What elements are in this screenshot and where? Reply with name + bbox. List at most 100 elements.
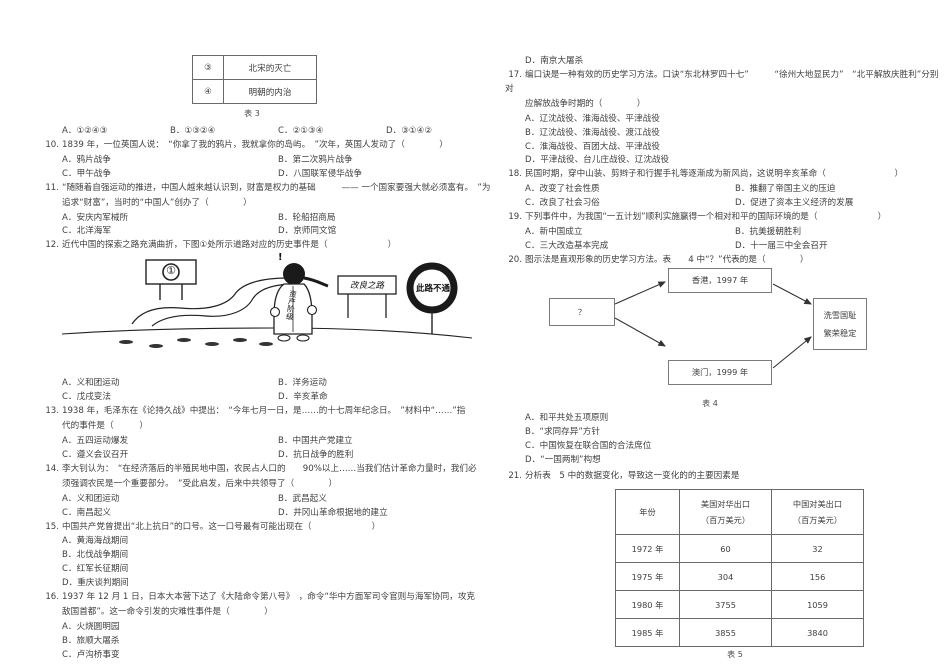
flow-branch-top: 香港，1997 年	[668, 267, 772, 293]
option-d[interactable]: D．京师同文馆	[278, 226, 337, 237]
option-c[interactable]: C．淮海战役、百团大战、平津战役	[525, 141, 660, 152]
option-b[interactable]: B．北伐战争期间	[62, 550, 129, 561]
table5-header-us-line1: 美国对华出口	[700, 499, 751, 510]
option-a[interactable]: A．火烧圆明园	[62, 621, 120, 632]
option-b[interactable]: B．第二次鸦片战争	[278, 154, 353, 165]
option-c[interactable]: C．甲午战争	[62, 168, 111, 179]
table5-header-us: 美国对华出口 （百万美元）	[679, 489, 772, 536]
option-b[interactable]: B．推翻了帝国主义的压迫	[735, 184, 836, 195]
option-c[interactable]: C．南昌起义	[62, 507, 111, 518]
table5-header-year: 年份	[615, 489, 680, 536]
flow-result-line2: 繁荣稳定	[823, 327, 857, 338]
option-c[interactable]: C．戊戌变法	[62, 392, 111, 403]
option-a[interactable]: A．五四运动爆发	[62, 435, 129, 446]
option-a[interactable]: A．义和团运动	[62, 378, 120, 389]
option-a[interactable]: A．和平共处五项原则	[525, 412, 609, 423]
table5-header-row: 年份 美国对华出口 （百万美元） 中国对美出口 （百万美元）	[615, 489, 864, 536]
question-12-number: 12.	[45, 240, 59, 251]
option-a[interactable]: A．改变了社会性质	[525, 184, 600, 195]
question-14-number: 14.	[45, 463, 59, 474]
table5-caption: 表 5	[727, 650, 743, 660]
question-13-text-line2: 代的事件是（ ）	[62, 421, 148, 432]
option-b[interactable]: B．武昌起义	[278, 493, 327, 504]
option-d[interactable]: D．平津战役、台儿庄战役、辽沈战役	[525, 155, 670, 166]
question-13-text: 1938 年，毛泽东在《论持久战》中提出： “今年七月一日，是……的十七周年纪念…	[62, 406, 466, 417]
option-c[interactable]: C．红军长征期间	[62, 564, 129, 575]
table3-caption: 表 3	[244, 109, 260, 118]
option-c[interactable]: C．遵义会议召开	[62, 449, 129, 460]
cartoon-sign-blocked-text: 此路不通	[415, 284, 450, 295]
option-a[interactable]: A．鸦片战争	[62, 154, 111, 165]
option-c[interactable]: C．三大改造基本完成	[525, 240, 609, 251]
option-c[interactable]: C．中国恢复在联合国的合法席位	[525, 440, 652, 451]
option-c[interactable]: C．卢沟桥事变	[62, 649, 120, 660]
question-16-options: A．火烧圆明园 B．旅顺大屠杀 C．卢沟桥事变	[62, 621, 494, 663]
option-a[interactable]: A．安庆内军械所	[62, 212, 129, 223]
question-20-number: 20.	[508, 254, 522, 265]
table-3: ③ 北宋的灭亡 ④ 明朝的内治	[192, 55, 494, 104]
question-14-options: A．义和团运动 B．武昌起义 C．南昌起义 D．井冈山革命根据地的建立	[62, 493, 494, 521]
question-17-options: A．辽沈战役、淮海战役、平津战役 B．辽沈战役、淮海战役、渡江战役 C．淮海战役…	[525, 113, 945, 169]
option-d[interactable]: D．十一届三中全会召开	[735, 240, 828, 251]
question-21-number: 21.	[508, 470, 522, 481]
table5-header-cn-line1: 中国对美出口	[792, 499, 843, 510]
option-d[interactable]: D．“一国两制”构想	[525, 454, 601, 465]
question-16-option-d-continued: D．南京大屠杀	[525, 55, 945, 69]
option-d[interactable]: D．重庆谈判期间	[62, 578, 129, 589]
option-b[interactable]: B．①③②④	[170, 126, 216, 136]
question-16-number: 16.	[45, 592, 59, 603]
table5-header-cn-line2: （百万美元）	[792, 515, 843, 526]
option-b[interactable]: B．中国共产党建立	[278, 435, 353, 446]
option-d[interactable]: D．八国联军侵华战争	[278, 168, 362, 179]
option-d[interactable]: D．井冈山革命根据地的建立	[278, 507, 388, 518]
option-d[interactable]: D．促进了资本主义经济的发展	[735, 198, 854, 209]
question-11-number: 11.	[45, 182, 59, 193]
table-row: 1972 年 60 32	[615, 534, 864, 564]
option-b[interactable]: B．轮船招商局	[278, 212, 336, 223]
option-c[interactable]: C．北洋海军	[62, 226, 111, 237]
option-a[interactable]: A．辽沈战役、淮海战役、平津战役	[525, 113, 660, 124]
option-a[interactable]: A．黄海海战期间	[62, 536, 129, 547]
table-row: 1985 年 3855 3840	[615, 618, 864, 648]
option-b[interactable]: B．抗美援朝胜利	[735, 227, 802, 238]
question-20-options: A．和平共处五项原则 B．“求同存异”方针 C．中国恢复在联合国的合法席位 D．…	[525, 412, 945, 468]
question-16: 16.1937 年 12 月 1 日，日本大本营下达了《大陆命令第八号》 ，命令…	[42, 591, 494, 605]
question-13: 13.1938 年，毛泽东在《论持久战》中提出： “今年七月一日，是……的十七周…	[42, 405, 494, 419]
table3-index-0: ③	[192, 55, 224, 80]
option-a[interactable]: A．①②④③	[62, 126, 108, 136]
option-b[interactable]: B．辽沈战役、淮海战役、渡江战役	[525, 127, 660, 138]
question-20: 20.图示法是直观形象的历史学习方法。表 4 中“？”代表的是（ ）	[505, 254, 945, 268]
option-b[interactable]: B．洋务运动	[278, 378, 327, 389]
question-18-options: A．改变了社会性质 B．推翻了帝国主义的压迫 C．改良了社会习俗 D．促进了资本…	[525, 183, 945, 211]
option-b[interactable]: B．“求同存异”方针	[525, 426, 600, 437]
question-15-number: 15.	[45, 521, 59, 532]
option-c[interactable]: C．改良了社会习俗	[525, 198, 600, 209]
question-9-options: A．①②④③ B．①③②④ C．②①③④ D．③①④②	[62, 125, 494, 139]
option-c[interactable]: C．②①③④	[278, 126, 324, 136]
table-row: ④ 明朝的内治	[192, 79, 317, 104]
option-a[interactable]: A．义和团运动	[62, 493, 120, 504]
table-row: ③ 北宋的灭亡	[192, 55, 317, 80]
table5-us-0: 60	[679, 534, 772, 564]
left-column: ③ 北宋的灭亡 ④ 明朝的内治 表 3 A．①②④③ B．①③②④ C．②①③④…	[42, 0, 494, 663]
question-12-text: 近代中国的探索之路充满曲折，下图①处所示道路对应的历史事件是（ ）	[62, 240, 397, 251]
option-d[interactable]: D．南京大屠杀	[525, 56, 584, 66]
question-10-text: 1839 年，一位英国人说： “你拿了我的鸦片，我就拿你的岛屿。 ”次年，英国人…	[62, 139, 448, 150]
right-column: D．南京大屠杀 17.编口诀是一种有效的历史学习方法。口诀“东北林罗四十七” “…	[505, 0, 945, 660]
table3-value-0: 北宋的灭亡	[223, 55, 317, 80]
option-d[interactable]: D．③①④②	[386, 126, 433, 136]
table5-header-us-line2: （百万美元）	[700, 515, 751, 526]
option-a[interactable]: A．新中国成立	[525, 227, 583, 238]
flow-diagram: ？ 香港，1997 年 澳门，1999 年 洗雪国耻 繁荣稳定	[535, 267, 885, 397]
question-15-options: A．黄海海战期间 B．北伐战争期间 C．红军长征期间 D．重庆谈判期间	[62, 535, 494, 591]
question-16-text-line2: 敌国首都”。这一命令引发的灾难性事件是（ ）	[62, 607, 273, 618]
option-d[interactable]: D．抗日战争的胜利	[278, 449, 354, 460]
table5-header-cn: 中国对美出口 （百万美元）	[771, 489, 864, 536]
table5-cn-3: 3840	[771, 618, 864, 648]
option-d[interactable]: D．辛亥革命	[278, 392, 328, 403]
question-18-number: 18.	[508, 169, 522, 180]
question-17-text-line2: 应解放战争时期的（ ）	[525, 98, 646, 109]
option-b[interactable]: B．旅顺大屠杀	[62, 635, 120, 646]
table5-year-1: 1975 年	[615, 562, 680, 592]
question-11-text: “随随着自强运动的推进，中国人越来越认识到，财富是权力的基础 —— 一个国家要强…	[62, 182, 491, 193]
